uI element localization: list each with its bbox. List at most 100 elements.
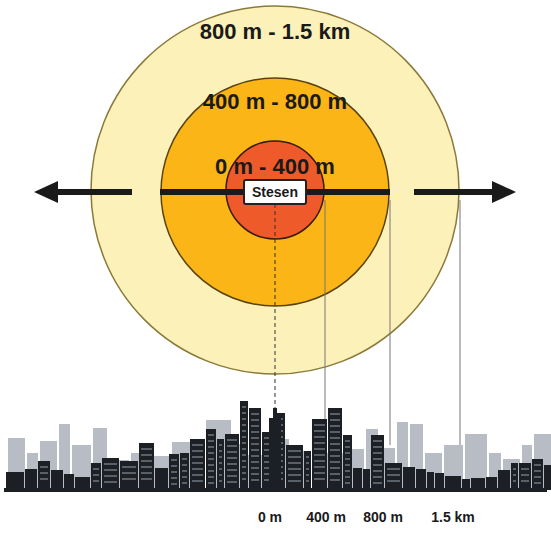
building-windows	[251, 443, 259, 445]
skyline-building	[363, 469, 370, 490]
building-windows	[208, 440, 214, 442]
ring-label: 0 m - 400 m	[215, 154, 335, 180]
building-windows	[251, 479, 259, 481]
skyline-building	[544, 465, 551, 490]
building-windows	[192, 480, 203, 482]
building-windows	[251, 461, 259, 463]
skyline-building	[403, 467, 415, 490]
skyline-building	[532, 459, 543, 490]
building-windows	[330, 431, 340, 433]
building-windows	[141, 448, 152, 450]
building-windows	[251, 467, 259, 469]
building-windows	[242, 436, 246, 438]
building-windows	[306, 480, 309, 482]
building-windows	[264, 443, 274, 445]
distance-label: 400 m	[306, 508, 346, 526]
ring-label: 400 m - 800 m	[203, 89, 347, 115]
building-windows	[40, 466, 48, 468]
building-windows	[264, 467, 274, 469]
skyline-back	[172, 442, 190, 488]
leader-line	[460, 200, 461, 452]
building-windows	[227, 469, 237, 471]
building-windows	[251, 419, 259, 421]
skyline-building	[206, 429, 216, 490]
building-windows	[264, 449, 274, 451]
building-windows	[182, 464, 187, 466]
building-windows	[279, 478, 283, 480]
building-windows	[171, 477, 177, 479]
building-windows	[387, 468, 400, 470]
building-windows	[279, 460, 283, 462]
building-windows	[251, 431, 259, 433]
building-windows	[288, 450, 301, 452]
skyline-building	[25, 469, 37, 490]
skyline-building	[328, 408, 342, 490]
building-windows	[330, 479, 340, 481]
skyline-back	[410, 424, 423, 488]
skyline-back	[150, 456, 170, 488]
arrow-head	[492, 181, 516, 203]
building-windows	[330, 419, 340, 421]
building-windows	[264, 461, 274, 463]
skyline-back	[72, 445, 91, 488]
skyline-building	[102, 458, 119, 490]
building-windows	[141, 472, 152, 474]
skyline-building	[190, 439, 205, 490]
building-windows	[192, 444, 203, 446]
building-windows	[219, 474, 222, 476]
building-windows	[242, 454, 246, 456]
distance-label: 800 m	[363, 508, 403, 526]
building-windows	[264, 473, 274, 475]
skyline-back	[291, 451, 311, 488]
building-windows	[242, 478, 246, 480]
skyline-building	[217, 439, 224, 490]
building-windows	[40, 478, 48, 480]
building-windows	[264, 437, 274, 439]
building-windows	[251, 449, 259, 451]
leader-line	[390, 200, 391, 445]
skyline-building	[427, 472, 434, 490]
skyline-building	[225, 434, 239, 490]
skyline-back	[273, 439, 289, 488]
skyline-building	[155, 468, 168, 490]
building-windows	[345, 452, 350, 454]
building-windows	[208, 476, 214, 478]
building-windows	[373, 476, 382, 478]
building-windows	[251, 413, 259, 415]
skyline-building	[371, 435, 384, 490]
building-windows	[314, 460, 325, 462]
skyline-back	[425, 453, 442, 488]
skyline-building	[169, 454, 179, 490]
skyline-back	[131, 453, 148, 488]
skyline-building	[64, 474, 74, 490]
building-windows	[306, 456, 309, 458]
inner-ring: 0 m - 400 mStesen	[225, 140, 325, 240]
building-windows	[534, 464, 541, 466]
building-windows	[345, 440, 350, 442]
skyline-back	[8, 438, 25, 488]
building-windows	[279, 472, 283, 474]
ring-circle	[91, 6, 459, 374]
building-windows	[242, 442, 246, 444]
skyline-building	[435, 473, 444, 490]
building-windows	[219, 480, 222, 482]
skyline-building	[486, 477, 497, 490]
building-windows	[104, 481, 117, 483]
building-windows	[345, 464, 350, 466]
arrow-shaft	[52, 189, 132, 195]
building-windows	[534, 476, 541, 478]
building-windows	[171, 471, 177, 473]
station-box: Stesen	[243, 179, 307, 205]
outer-ring: 800 m - 1.5 km400 m - 800 m0 m - 400 mSt…	[90, 5, 460, 375]
building-windows	[288, 462, 301, 464]
building-windows	[242, 466, 246, 468]
skyline-back	[192, 461, 204, 488]
building-windows	[192, 462, 203, 464]
building-windows	[208, 464, 214, 466]
building-windows	[227, 481, 237, 483]
building-windows	[387, 480, 400, 482]
building-windows	[208, 446, 214, 448]
building-windows	[242, 448, 246, 450]
skyline-back	[327, 453, 344, 488]
